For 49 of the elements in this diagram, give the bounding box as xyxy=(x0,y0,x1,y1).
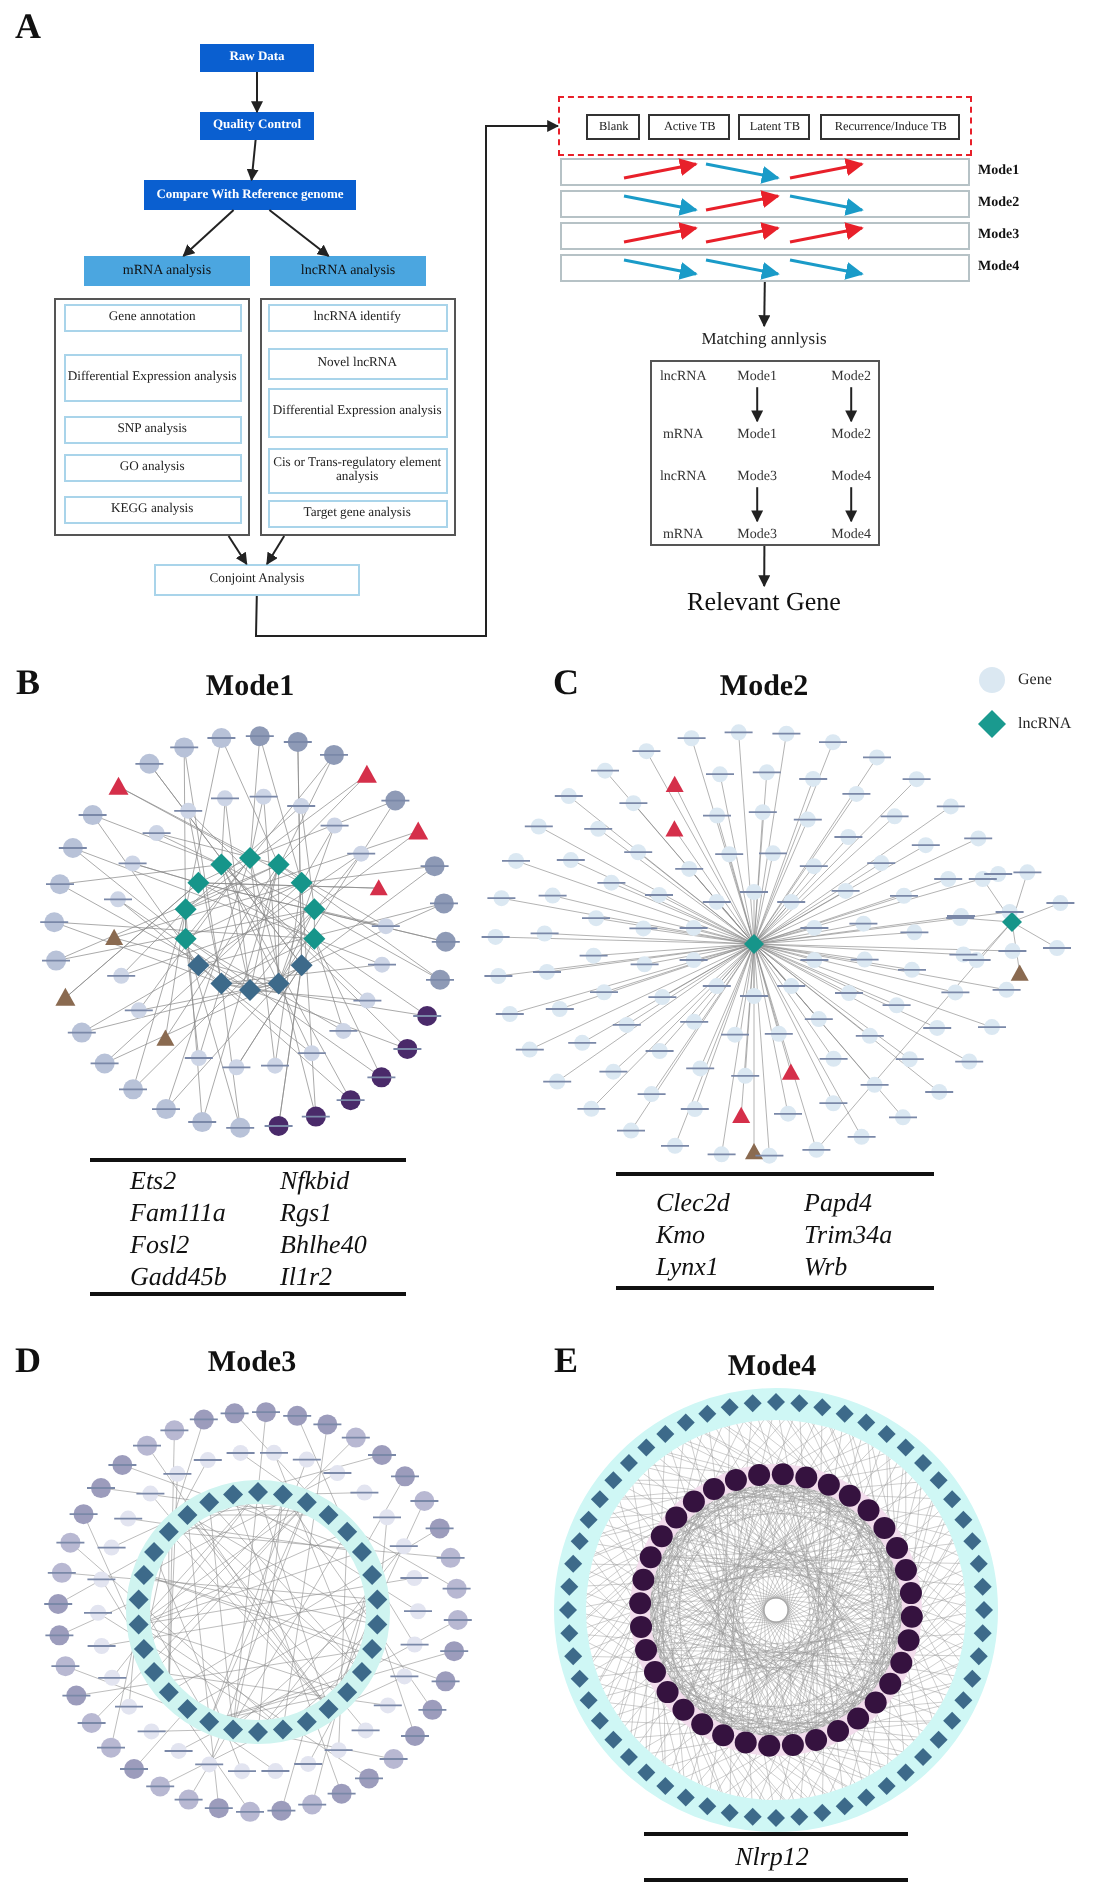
panel-title: Mode2 xyxy=(719,673,809,703)
gene-name: Nfkbid xyxy=(280,1167,350,1193)
arrow xyxy=(751,386,764,423)
gene-name: Trim34a xyxy=(804,1221,893,1247)
gene-name: Papd4 xyxy=(804,1189,872,1215)
arrow xyxy=(758,281,771,328)
arrow xyxy=(758,545,771,588)
panel-label: D xyxy=(15,1342,41,1378)
gene-name: Clec2d xyxy=(656,1189,730,1215)
arrow xyxy=(254,120,560,637)
gene-name: Ets2 xyxy=(130,1167,177,1193)
arrow xyxy=(266,535,286,565)
gene-name: Wrb xyxy=(804,1253,848,1279)
gene-name: Lynx1 xyxy=(656,1253,719,1279)
gene-name: Fosl2 xyxy=(130,1231,190,1257)
panel-label: E xyxy=(554,1342,578,1378)
arrow xyxy=(845,486,858,523)
gene-name: Fam111a xyxy=(130,1199,226,1225)
panel-title: Mode1 xyxy=(205,673,295,703)
result-label: Relevant Gene xyxy=(644,586,884,620)
mode-band xyxy=(560,158,970,186)
gene-name: Bhlhe40 xyxy=(280,1231,367,1257)
gene-name: Gadd45b xyxy=(130,1263,227,1289)
group-frame xyxy=(54,298,250,536)
gene-name: Rgs1 xyxy=(280,1199,332,1225)
group-frame xyxy=(260,298,456,536)
panel-label: C xyxy=(553,664,579,700)
panel-title: Mode4 xyxy=(727,1353,817,1383)
gene-name: Il1r2 xyxy=(280,1263,332,1289)
arrow xyxy=(246,139,259,182)
group-frame xyxy=(650,360,880,546)
arrow xyxy=(268,209,330,257)
legend-text: Gene xyxy=(1018,670,1052,688)
step-label: Matching annlysis xyxy=(670,326,858,352)
arrow xyxy=(251,71,263,114)
arrow xyxy=(227,535,248,565)
mode-band xyxy=(560,254,970,282)
panel-title: Mode3 xyxy=(207,1349,297,1379)
legend-text: lncRNA xyxy=(1018,714,1072,732)
panel-label: B xyxy=(16,664,40,700)
panel-label: A xyxy=(15,8,41,44)
mode-band xyxy=(560,190,970,218)
arrow xyxy=(751,486,764,523)
arrow xyxy=(182,209,235,257)
gene-name: Nlrp12 xyxy=(735,1843,809,1869)
dashed-frame xyxy=(558,96,972,156)
mode-band xyxy=(560,222,970,250)
gene-name: Kmo xyxy=(656,1221,706,1247)
arrow xyxy=(845,386,858,423)
